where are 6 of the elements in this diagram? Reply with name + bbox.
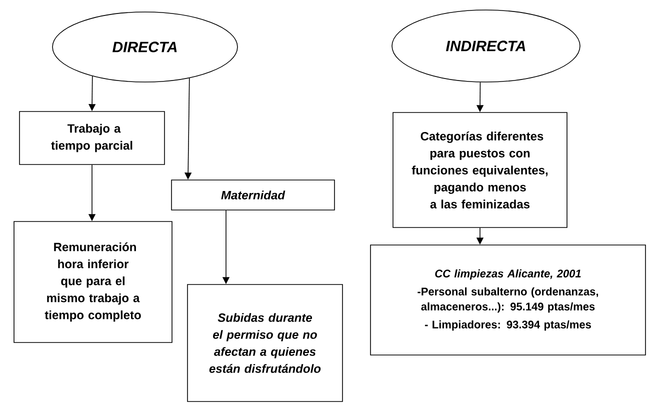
text-box: Categorías diferentes para puestos con funciones equivalentes, pagando menos a las feminizadas bbox=[392, 112, 568, 228]
text-box: Remuneración hora inferior que para el mismo trabajo a tiempo completo bbox=[14, 221, 172, 343]
text-box: Trabajo a tiempo parcial bbox=[19, 111, 165, 165]
text-box: CC limpiezas Alicante, 2001 -Personal subalterno (ordenanzas, almaceneros...): 95.149 ptas/mes - Limpiadores: 93.394 ptas/mes bbox=[370, 244, 646, 356]
text-box: Maternidad bbox=[171, 180, 335, 210]
text-box: Subidas durante el permiso que no afectan a quienes están disfrutándolo bbox=[187, 284, 343, 402]
